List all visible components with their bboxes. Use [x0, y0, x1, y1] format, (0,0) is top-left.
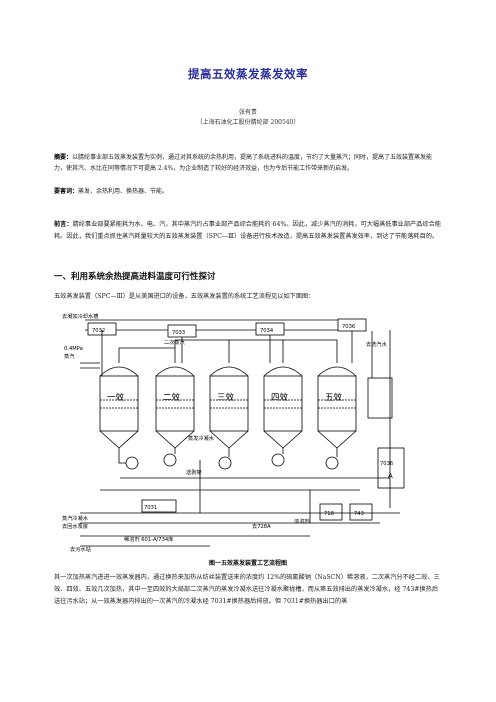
label-cooling-return: 去凝加冷却水槽	[62, 312, 98, 320]
effect-2: 二效	[163, 392, 181, 403]
section-heading: 一、利用系统余热提高进料温度可行性探讨	[54, 272, 216, 282]
label-steam-condensate: 蒸发冷凝水	[188, 434, 215, 442]
hex-7036-top: 7036	[342, 324, 355, 330]
label-to-water-station: 去污水站	[70, 545, 91, 553]
process-flow-diagram: 去凝加冷却水槽 7032 7033 7034 7036 去洗汽水 0.4MPa …	[62, 312, 405, 553]
paper-title: 提高五效蒸发蒸发效率	[188, 67, 308, 81]
label-secondary-steam: 二次蒸汽	[164, 338, 186, 346]
tank-label: 浓溶剂	[294, 517, 310, 525]
label-steam: 蒸汽	[64, 352, 75, 360]
intro-label: 前言：	[54, 221, 73, 228]
label-to-wash: 去洗汽水	[366, 340, 388, 348]
label-dilute: 稀溶剂 601-A/734库	[124, 535, 173, 543]
body-paragraph: 其一次加热蒸汽进进一效蒸发器内，通过换热来加热从纺丝装置送来的浓度约 12%的硫…	[54, 574, 440, 605]
hex-7031: 7031	[144, 505, 157, 511]
tank-7036-sub: A	[388, 472, 393, 480]
author: 张有贵	[238, 109, 257, 116]
effect-4: 四效	[271, 392, 289, 403]
tank-743: 743	[354, 511, 364, 517]
label-to-boiler: 去回水泵房	[62, 522, 88, 530]
abstract: 摘要：以腈纶事业部五效蒸发装置为实例，通过对其系统的余热利用，提高了系统进料的温…	[54, 152, 444, 174]
hex-7032: 7032	[92, 328, 105, 334]
keywords-label: 要害词：	[54, 188, 79, 195]
abstract-text: 以腈纶事业部五效蒸发装置为实例，通过对其系统的余热利用，提高了系统进料的温度，节…	[54, 154, 433, 172]
effect-1: 一效	[107, 392, 125, 403]
keywords-text: 蒸发、余热利用、换热器、节能。	[78, 188, 169, 195]
intro-text: 腈纶事业部要紧能耗为水、电、汽，其中蒸汽约占事业部产品综合能耗的 64%。因此，…	[54, 221, 441, 240]
figure-caption: 图一五效蒸发装置工艺流程图	[208, 560, 287, 567]
label-to-tank: 去728A	[252, 522, 271, 530]
introduction: 前言：腈纶事业部要紧能耗为水、电、汽，其中蒸汽约占事业部产品综合能耗的 64%。…	[54, 219, 444, 242]
label-condensate-water: 蒸汽冷凝水	[62, 514, 89, 522]
effect-5: 五效	[325, 392, 343, 403]
label-discharge: 送剥架	[186, 468, 202, 476]
hex-7033: 7033	[172, 330, 185, 336]
hex-7034: 7034	[260, 328, 274, 334]
keywords: 要害词：蒸发、余热利用、换热器、节能。	[54, 186, 444, 197]
affiliation: （上海石油化工股份腈纶部 200540）	[196, 119, 300, 126]
tank-7036: 7036	[380, 461, 393, 467]
tank-718: 718	[324, 511, 334, 517]
section-paragraph: 五效蒸发装置（SPC—Ⅲ）是从美国进口的设备，五效蒸发装置的系统工艺流程见以如下…	[54, 293, 315, 300]
effect-3: 三效	[217, 392, 235, 403]
abstract-label: 摘要：	[54, 154, 73, 161]
label-steam-pressure: 0.4MPa	[64, 346, 83, 352]
